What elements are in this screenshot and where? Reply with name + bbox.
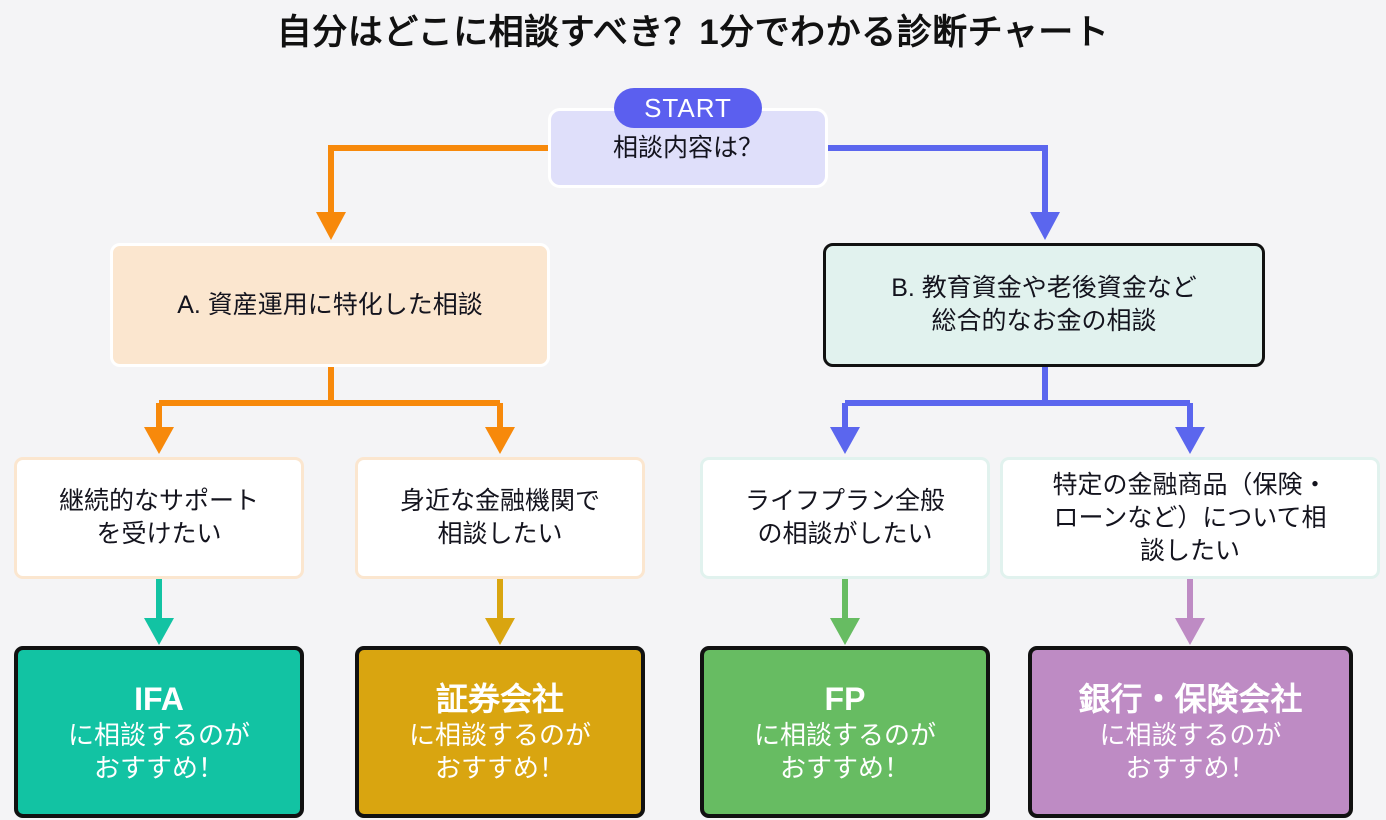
start-badge-label: START xyxy=(644,92,732,123)
result-4-line1: に相談するのが xyxy=(1099,720,1282,751)
branch-node-a[interactable]: A. 資産運用に特化した相談 xyxy=(110,243,550,367)
edge-cond3-to-result3 xyxy=(830,579,860,645)
condition-3-line1: ライフプラン全般 xyxy=(744,487,945,515)
condition-1-line1: 継続的なサポート xyxy=(58,487,259,515)
condition-node-4[interactable]: 特定の金融商品（保険・ ローンなど）について相 談したい xyxy=(1000,457,1380,579)
result-node-fp[interactable]: FP に相談するのが おすすめ！ xyxy=(700,646,990,818)
page-title: 自分はどこに相談すべき？1分でわかる診断チャート xyxy=(276,13,1110,52)
result-1-line2: おすすめ！ xyxy=(93,753,224,783)
edge-branch-a-split xyxy=(144,367,515,454)
result-node-securities[interactable]: 証券会社 に相談するのが おすすめ！ xyxy=(355,646,645,818)
branch-b-label-line1: B. 教育資金や老後資金など xyxy=(891,274,1197,302)
edge-cond4-to-result4 xyxy=(1175,579,1205,645)
edge-start-to-branch-b xyxy=(828,145,1060,240)
branch-a-label: A. 資産運用に特化した相談 xyxy=(177,290,483,319)
start-question-label: 相談内容は？ xyxy=(612,133,763,162)
branch-node-b[interactable]: B. 教育資金や老後資金など 総合的なお金の相談 xyxy=(823,243,1265,367)
condition-1-line2: を受けたい xyxy=(96,520,222,548)
result-3-line2: おすすめ！ xyxy=(779,753,910,783)
result-2-heading: 証券会社 xyxy=(435,681,564,718)
condition-node-2[interactable]: 身近な金融機関で 相談したい xyxy=(355,457,645,579)
result-1-heading: IFA xyxy=(134,681,184,718)
condition-4-line3: 談したい xyxy=(1139,536,1240,565)
condition-2-line1: 身近な金融機関で xyxy=(399,487,600,515)
condition-4-line2: ローンなど）について相 xyxy=(1053,503,1327,532)
edge-cond1-to-result1 xyxy=(144,579,174,645)
result-3-line1: に相談するのが xyxy=(753,720,936,751)
edge-branch-b-split xyxy=(830,367,1205,454)
branch-b-label-line2: 総合的なお金の相談 xyxy=(931,307,1157,335)
result-4-heading: 銀行・保険会社 xyxy=(1078,681,1303,718)
result-node-ifa[interactable]: IFA に相談するのが おすすめ！ xyxy=(14,646,304,818)
result-3-heading: FP xyxy=(824,681,866,718)
condition-3-line2: の相談がしたい xyxy=(757,520,933,548)
result-1-line1: に相談するのが xyxy=(67,720,250,751)
condition-2-line2: 相談したい xyxy=(437,520,563,548)
result-2-line2: おすすめ！ xyxy=(434,753,565,783)
condition-node-1[interactable]: 継続的なサポート を受けたい xyxy=(14,457,304,579)
edge-cond2-to-result2 xyxy=(485,579,515,645)
condition-4-line1: 特定の金融商品（保険・ xyxy=(1052,470,1328,499)
result-2-line1: に相談するのが xyxy=(408,720,591,751)
condition-node-3[interactable]: ライフプラン全般 の相談がしたい xyxy=(700,457,990,579)
edge-start-to-branch-a xyxy=(316,145,548,240)
start-badge: START xyxy=(614,88,762,128)
result-4-line2: おすすめ！ xyxy=(1125,753,1256,783)
result-node-bank-insurance[interactable]: 銀行・保険会社 に相談するのが おすすめ！ xyxy=(1028,646,1353,818)
